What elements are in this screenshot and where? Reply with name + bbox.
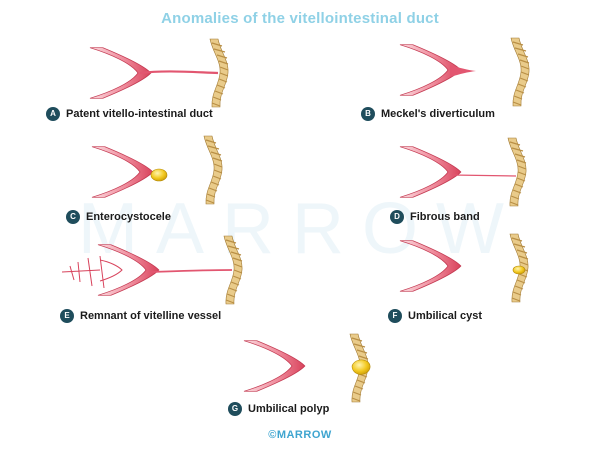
panel-d-band — [451, 174, 517, 177]
panel-b-caption: Meckel's diverticulum — [381, 108, 495, 120]
panel-f-cyst — [512, 265, 526, 275]
panel-c-label: C Enterocystocele — [66, 210, 266, 224]
panel-e-vessel-arc — [99, 259, 123, 282]
panel-e-caption: Remnant of vitelline vessel — [80, 310, 222, 322]
panel-g-badge: G — [228, 402, 242, 416]
panel-d-caption: Fibrous band — [410, 211, 480, 223]
panel-a-label: A Patent vitello-intestinal duct — [46, 107, 266, 121]
panel-g-intestine — [243, 340, 306, 392]
panel-f-caption: Umbilical cyst — [408, 310, 482, 322]
panel-a-duct — [139, 70, 219, 75]
panel-g-polyp — [351, 359, 371, 375]
panel-e-illustration — [61, 235, 243, 305]
panel-d-label: D Fibrous band — [390, 210, 590, 224]
panel-b-badge: B — [361, 107, 375, 121]
panel-e-vessel-remnant — [149, 269, 233, 273]
panel-g-caption: Umbilical polyp — [248, 403, 330, 415]
panel-d-badge: D — [390, 210, 404, 224]
panel-b-umbilical-cord — [510, 37, 530, 107]
figure-title: Anomalies of the vitellointestinal duct — [161, 10, 439, 27]
panel-f-label: F Umbilical cyst — [388, 309, 588, 323]
panel-c-cyst — [150, 168, 168, 182]
panel-g-illustration — [243, 333, 371, 403]
panel-e-badge: E — [60, 309, 74, 323]
panel-b-diverticulum — [450, 65, 476, 77]
watermark-text: MARROW — [78, 189, 522, 269]
footer-copyright: ©MARROW — [268, 429, 332, 441]
panel-c-illustration — [91, 135, 223, 205]
panel-e-vessels — [61, 255, 105, 289]
panel-f-intestine — [399, 240, 462, 292]
panel-g-label: G Umbilical polyp — [228, 402, 428, 416]
panel-f-badge: F — [388, 309, 402, 323]
panel-c-intestine — [91, 146, 154, 198]
panel-f-illustration — [399, 233, 529, 303]
panel-a-caption: Patent vitello-intestinal duct — [66, 108, 213, 120]
panel-a-badge: A — [46, 107, 60, 121]
panel-e-intestine — [97, 244, 160, 296]
panel-d-umbilical-cord — [507, 137, 527, 207]
panel-d-illustration — [399, 137, 527, 207]
panel-b-label: B Meckel's diverticulum — [361, 107, 591, 121]
panel-c-caption: Enterocystocele — [86, 211, 171, 223]
panel-a-illustration — [89, 38, 229, 108]
panel-e-label: E Remnant of vitelline vessel — [60, 309, 260, 323]
panel-d-intestine — [399, 146, 462, 198]
panel-b-illustration — [399, 37, 530, 107]
panel-c-umbilical-cord — [203, 135, 223, 205]
panel-c-badge: C — [66, 210, 80, 224]
